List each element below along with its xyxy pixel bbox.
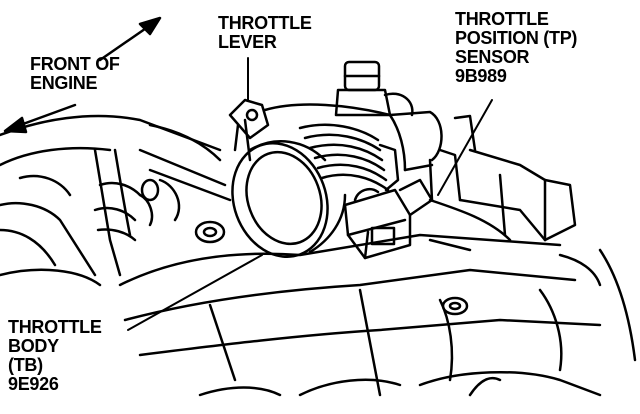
label-throttle-lever-line-1: THROTTLE — [218, 13, 312, 33]
label-throttle-body: THROTTLE BODY (TB) 9E926 — [8, 318, 102, 394]
label-tp-sensor-line-3: SENSOR — [455, 47, 530, 67]
label-tp-sensor: THROTTLE POSITION (TP) SENSOR 9B989 — [455, 10, 577, 86]
label-throttle-lever-line-2: LEVER — [218, 32, 277, 52]
label-throttle-lever: THROTTLE LEVER — [218, 14, 312, 52]
label-throttle-body-line-4: 9E926 — [8, 374, 59, 394]
intake-plenum — [118, 233, 637, 397]
left-engine-structure — [0, 114, 232, 287]
tp-connector-block — [343, 178, 434, 260]
label-throttle-body-line-1: THROTTLE — [8, 317, 102, 337]
front-arrow-upper — [98, 16, 162, 62]
label-front-of-engine: FRONT OF ENGINE — [30, 55, 120, 93]
label-tp-sensor-line-2: POSITION (TP) — [455, 28, 578, 48]
throttle-bore — [231, 140, 347, 258]
right-bracket — [428, 148, 577, 252]
label-throttle-body-line-3: (TB) — [8, 355, 43, 375]
label-tp-sensor-line-1: THROTTLE — [455, 9, 549, 29]
label-front-of-engine-line-2: ENGINE — [30, 73, 98, 93]
mounting-bosses — [140, 178, 469, 316]
label-throttle-body-line-2: BODY — [8, 336, 59, 356]
leader-lines — [127, 57, 493, 331]
label-tp-sensor-line-4: 9B989 — [455, 66, 507, 86]
throttle-lever-part — [228, 98, 270, 162]
throttle-body-housing — [263, 103, 477, 202]
label-front-of-engine-line-1: FRONT OF — [30, 54, 120, 74]
